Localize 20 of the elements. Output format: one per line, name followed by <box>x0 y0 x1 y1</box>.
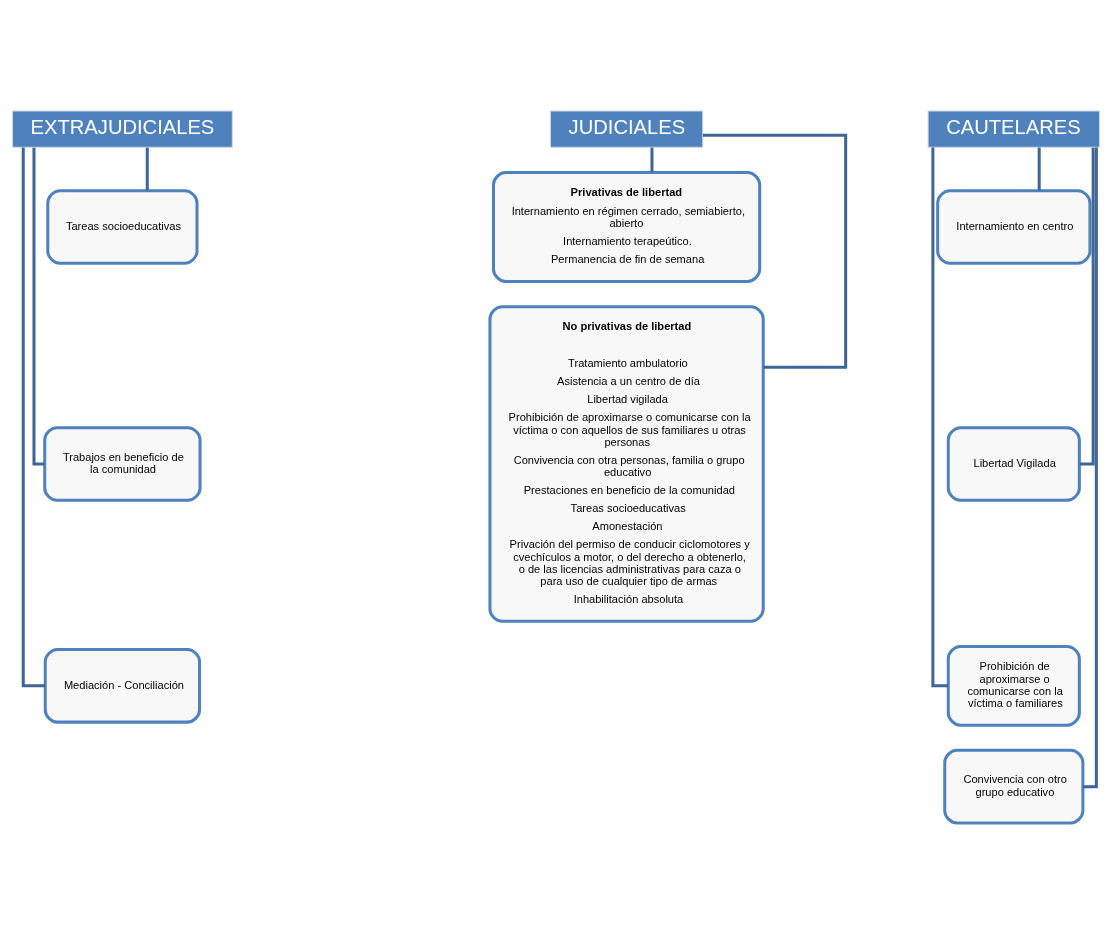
connector <box>32 147 45 465</box>
node-box: Mediación - Conciliación <box>43 647 202 724</box>
connector <box>1037 147 1041 190</box>
node-box: No privativas de libertad Tratamiento ambulatorio Asistencia a un centro de día Libertad vigilada Prohibición de aproximarse o comunicarse con la víctima o con aquellos de sus familiares u otras personas Convivencia con otra personas, familia o grupo educativo Prestaciones en beneficio de la comunidad Tareas socioeducativas Amonestación Privación del permiso de conducir ciclomotores y cvechículos a motor, o del derecho a obtenerlo, o de las licencias administrativas para caza o para uso de cualquier tipo de armas Inhabilitación absoluta <box>488 304 765 623</box>
connector <box>702 133 848 369</box>
node-box: CAUTELARES <box>927 110 1101 148</box>
connector <box>650 147 654 172</box>
node-box: Libertad Vigilada <box>946 425 1081 502</box>
connector <box>145 147 149 190</box>
connector <box>1083 146 1098 788</box>
node-box: JUDICIALES <box>549 110 704 148</box>
connector <box>1079 147 1095 465</box>
node-box: Internamiento en centro <box>936 188 1092 265</box>
node-box: Convivencia con otro grupo educativo <box>943 748 1085 824</box>
node-box: Tareas socioeducativas <box>46 188 199 265</box>
node-box: EXTRAJUDICIALES <box>11 110 233 148</box>
node-box: Privativas de libertad Internamiento en régimen cerrado, semiabierto, abierto Internamiento terapeútico. Permanencia de fin de semana <box>491 170 762 283</box>
node-box: Prohibición de aproximarse o comunicarse con la víctima o familiares <box>946 644 1081 727</box>
node-box: Trabajos en beneficio de la comunidad <box>43 425 202 502</box>
connector <box>931 146 949 687</box>
